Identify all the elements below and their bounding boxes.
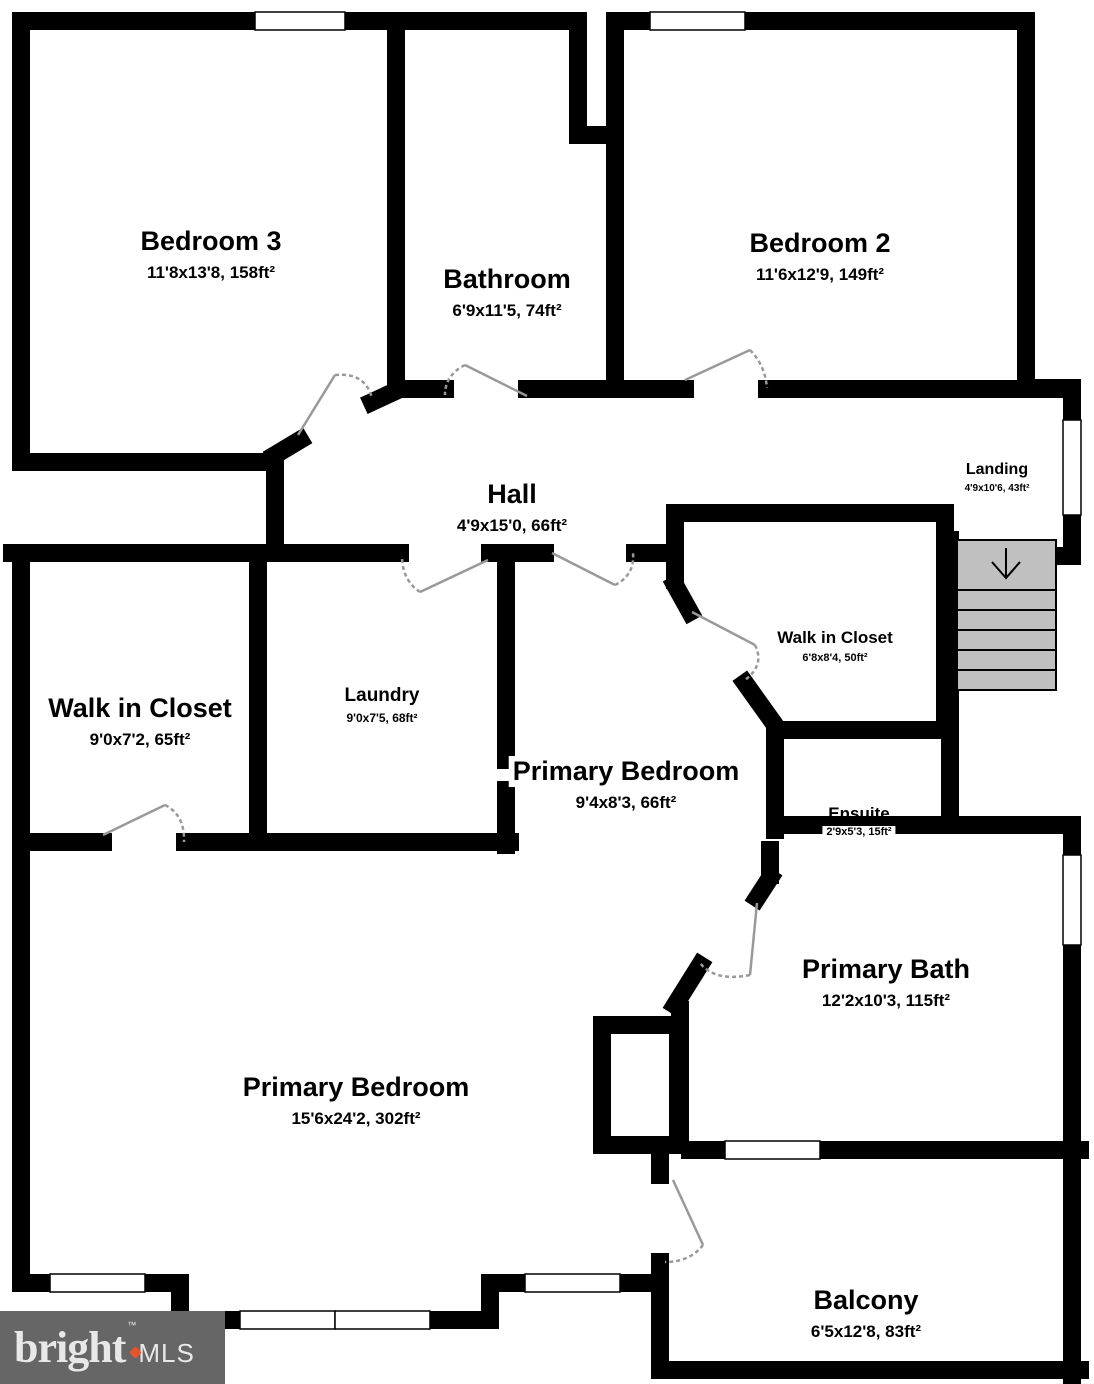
windows: [49, 11, 1082, 1330]
window: [239, 1310, 336, 1330]
room-name: Bedroom 2: [749, 228, 891, 258]
door-swing: [334, 373, 374, 399]
room-label-walk-in-closet: Walk in Closet 9'0x7'2, 65ft²: [48, 693, 232, 750]
logo-brand: bright: [14, 1322, 142, 1372]
fireplace: [593, 1016, 687, 1154]
door-swing: [164, 803, 186, 843]
door-swing: [614, 552, 635, 587]
wall: [662, 572, 703, 625]
doors: [102, 348, 769, 1264]
room-name: Walk in Closet: [777, 628, 893, 647]
wall: [744, 865, 783, 911]
window: [334, 1310, 431, 1330]
door-swing: [664, 1244, 704, 1264]
logo-suffix: MLS: [138, 1337, 195, 1368]
room-name: Bathroom: [443, 264, 571, 294]
room-name: Walk in Closet: [48, 693, 232, 723]
room-dimensions: 6'8x8'4, 50ft²: [802, 652, 868, 664]
door: [684, 348, 751, 382]
door: [464, 363, 528, 398]
room-name: Primary Bedroom: [242, 1072, 470, 1102]
room-dimensions: 2'9x5'3, 15ft²: [822, 826, 896, 838]
window: [254, 11, 346, 31]
room-dimensions: 4'9x15'0, 66ft²: [456, 516, 568, 535]
window: [1062, 419, 1082, 516]
door-swing: [443, 363, 466, 396]
logo-brand-text: bright: [14, 1322, 126, 1372]
wall: [732, 670, 784, 839]
room-dimensions: 9'0x7'2, 65ft²: [89, 730, 191, 749]
door: [551, 551, 616, 587]
door: [102, 803, 166, 837]
room-label-balcony: Balcony 6'5x12'8, 83ft²: [811, 1285, 921, 1342]
wall: [262, 427, 313, 468]
room-label-bedroom-3: Bedroom 3 11'8x13'8, 158ft²: [140, 226, 281, 283]
room-label-bathroom: Bathroom 6'9x11'5, 74ft²: [443, 264, 571, 321]
wall: [12, 12, 264, 471]
room-label-bedroom-2: Bedroom 2 11'6x12'9, 149ft²: [749, 228, 890, 285]
room-label-landing: Landing 4'9x10'6, 43ft²: [965, 461, 1030, 494]
room-name: Primary Bath: [801, 954, 971, 984]
room-label-hall: Hall 4'9x15'0, 66ft²: [457, 479, 567, 536]
room-dimensions: 9'0x7'5, 68ft²: [346, 711, 418, 725]
wall: [421, 1274, 534, 1329]
wall: [336, 12, 621, 144]
wall: [666, 504, 954, 739]
room-label-walk-in-closet-2: Walk in Closet 6'8x8'4, 50ft²: [777, 628, 893, 664]
window: [49, 1273, 146, 1293]
room-dimensions: 6'9x11'5, 74ft²: [452, 301, 562, 320]
room-label-primary-bath: Primary Bath 12'2x10'3, 115ft²: [802, 954, 970, 1011]
room-name: Laundry: [344, 685, 420, 706]
room-name: Landing: [965, 461, 1029, 478]
door: [691, 610, 756, 647]
door: [748, 902, 759, 976]
stairs: [956, 539, 1057, 691]
door: [671, 1179, 705, 1246]
window: [1062, 854, 1082, 946]
room-dimensions: 11'6x12'9, 149ft²: [755, 265, 885, 284]
room-name: Primary Bedroom: [508, 756, 744, 787]
door-swing: [744, 644, 760, 681]
bright-mls-logo: bright ™ MLS: [0, 1311, 225, 1384]
wall: [12, 453, 284, 554]
door-swing: [699, 962, 751, 979]
room-dimensions: 6'5x12'8, 83ft²: [810, 1322, 922, 1341]
door: [419, 558, 489, 594]
room-name: Ensuite: [828, 804, 890, 823]
wall: [1051, 506, 1081, 565]
wall: [736, 12, 1081, 429]
room-dimensions: 4'9x10'6, 43ft²: [964, 483, 1030, 494]
room-name: Balcony: [813, 1285, 919, 1315]
room-dimensions: 9'4x8'3, 66ft²: [575, 793, 677, 812]
wall: [662, 952, 713, 1018]
window: [524, 1273, 621, 1293]
room-label-laundry: Laundry 9'0x7'5, 68ft²: [345, 685, 420, 725]
room-label-primary-bedroom-upper: Primary Bedroom 9'4x8'3, 66ft²: [508, 756, 744, 813]
room-name: Bedroom 3: [140, 226, 282, 256]
room-dimensions: 12'2x10'3, 115ft²: [821, 991, 951, 1010]
room-dimensions: 11'8x13'8, 158ft²: [146, 263, 276, 282]
logo-trademark: ™: [127, 1320, 137, 1330]
window: [724, 1140, 821, 1160]
room-label-primary-bedroom: Primary Bedroom 15'6x24'2, 302ft²: [243, 1072, 470, 1129]
door: [296, 374, 337, 436]
window: [649, 11, 746, 31]
walls: [3, 12, 1089, 1384]
door-swing: [749, 349, 769, 389]
arrow-down-icon: [991, 548, 1021, 580]
wall: [766, 816, 1081, 864]
room-dimensions: 15'6x24'2, 302ft²: [291, 1109, 421, 1128]
room-name: Hall: [487, 479, 537, 509]
room-label-ensuite: Ensuite 2'9x5'3, 15ft²: [822, 804, 896, 838]
wall: [651, 1253, 1089, 1379]
door-swing: [400, 555, 421, 594]
